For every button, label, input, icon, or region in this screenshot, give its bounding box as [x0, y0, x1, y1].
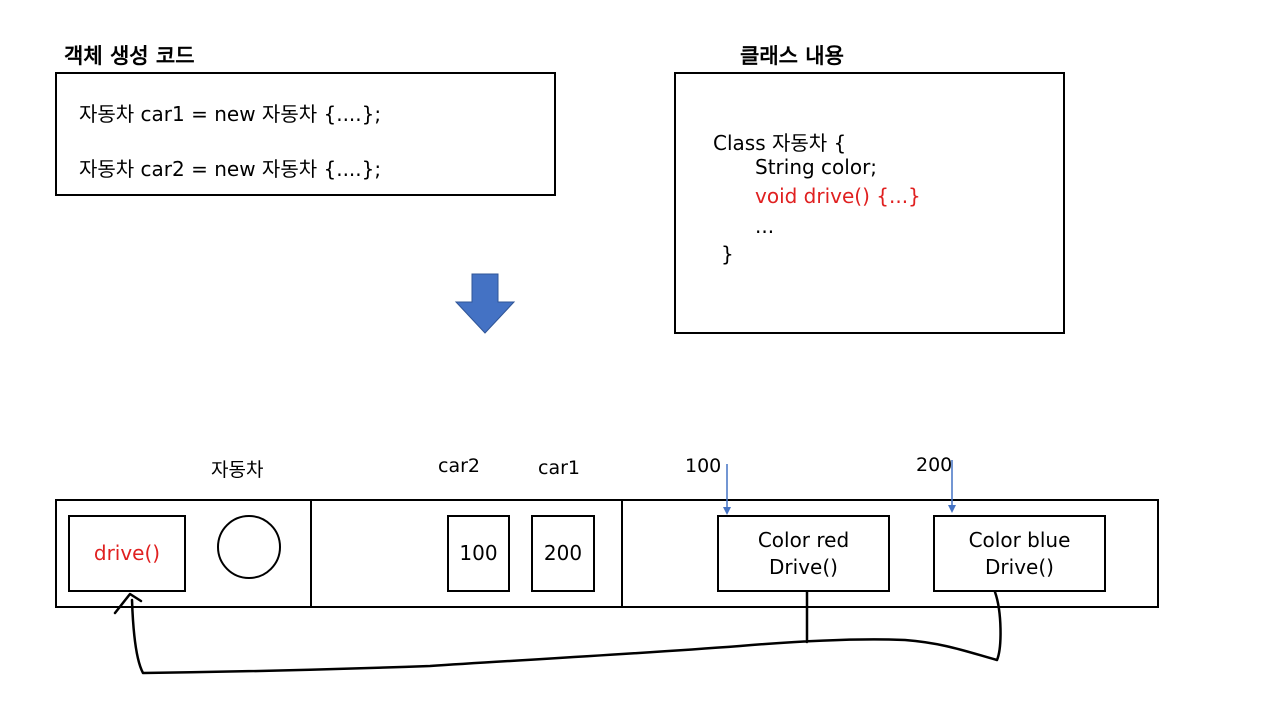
heap-object-100: Color red Drive() [717, 515, 890, 592]
pointer-arrow-200 [948, 460, 956, 513]
stack-var-label-car2: car2 [438, 455, 480, 477]
code-line-car1: 자동차 car1 = new 자동차 {....}; [79, 102, 382, 126]
class-closing-brace: } [721, 242, 734, 266]
down-arrow-icon [454, 273, 516, 334]
heap-address-label-200: 200 [916, 454, 953, 476]
method-reference-connector [130, 590, 1002, 675]
class-method: void drive() {...} [755, 184, 921, 208]
class-ellipsis: ... [755, 214, 775, 238]
class-content-box: Class 자동차 { String color; void drive() {… [674, 72, 1065, 334]
heap-object-200-color: Color blue [968, 527, 1071, 552]
class-content-heading: 클래스 내용 [740, 44, 844, 68]
heap-object-200-method: Drive() [985, 554, 1054, 579]
memory-strip [55, 499, 1159, 608]
code-line-car2: 자동차 car2 = new 자동차 {....}; [79, 157, 382, 181]
heap-object-100-color: Color red [757, 527, 850, 552]
stack-cell-car1: 200 [531, 515, 595, 592]
pointer-arrow-100 [723, 464, 731, 515]
heap-object-200: Color blue Drive() [933, 515, 1106, 592]
method-reference-arrowhead [113, 592, 143, 615]
method-area-drive: drive() [68, 515, 186, 592]
stack-var-label-car1: car1 [538, 457, 580, 479]
creation-code-heading: 객체 생성 코드 [64, 44, 195, 68]
class-declaration: Class 자동차 { [713, 131, 847, 155]
stack-cell-car2: 100 [447, 515, 510, 592]
class-area-label: 자동차 [211, 459, 264, 481]
class-object-circle [217, 515, 281, 579]
heap-object-100-method: Drive() [769, 554, 838, 579]
heap-address-label-100: 100 [685, 455, 722, 477]
creation-code-box: 자동차 car1 = new 자동차 {....}; 자동차 car2 = ne… [55, 72, 556, 196]
class-field: String color; [755, 155, 878, 179]
